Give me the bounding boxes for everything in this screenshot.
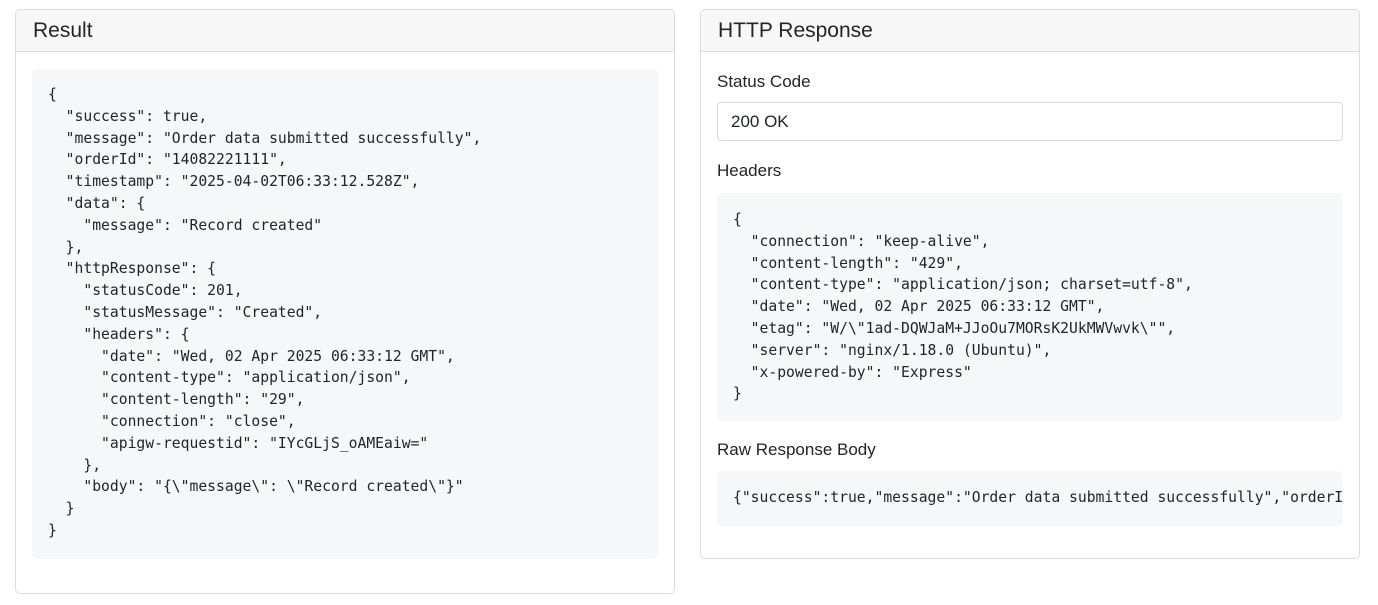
status-code-field[interactable]	[717, 102, 1343, 141]
http-response-card: HTTP Response Status Code Headers { "con…	[700, 9, 1360, 559]
result-card-body: { "success": true, "message": "Order dat…	[16, 52, 674, 559]
http-response-title: HTTP Response	[718, 18, 873, 42]
http-response-card-body: Status Code Headers { "connection": "kee…	[701, 52, 1359, 526]
raw-response-body-label: Raw Response Body	[717, 440, 876, 459]
result-json-block[interactable]: { "success": true, "message": "Order dat…	[32, 69, 658, 559]
result-title: Result	[33, 18, 93, 42]
result-card: Result { "success": true, "message": "Or…	[15, 9, 675, 594]
http-response-card-header: HTTP Response	[701, 10, 1359, 52]
status-code-label: Status Code	[717, 72, 811, 91]
raw-response-body-block[interactable]: {"success":true,"message":"Order data su…	[717, 471, 1343, 526]
result-card-header: Result	[16, 10, 674, 52]
headers-json-block[interactable]: { "connection": "keep-alive", "content-l…	[717, 193, 1343, 421]
headers-label: Headers	[717, 161, 782, 180]
